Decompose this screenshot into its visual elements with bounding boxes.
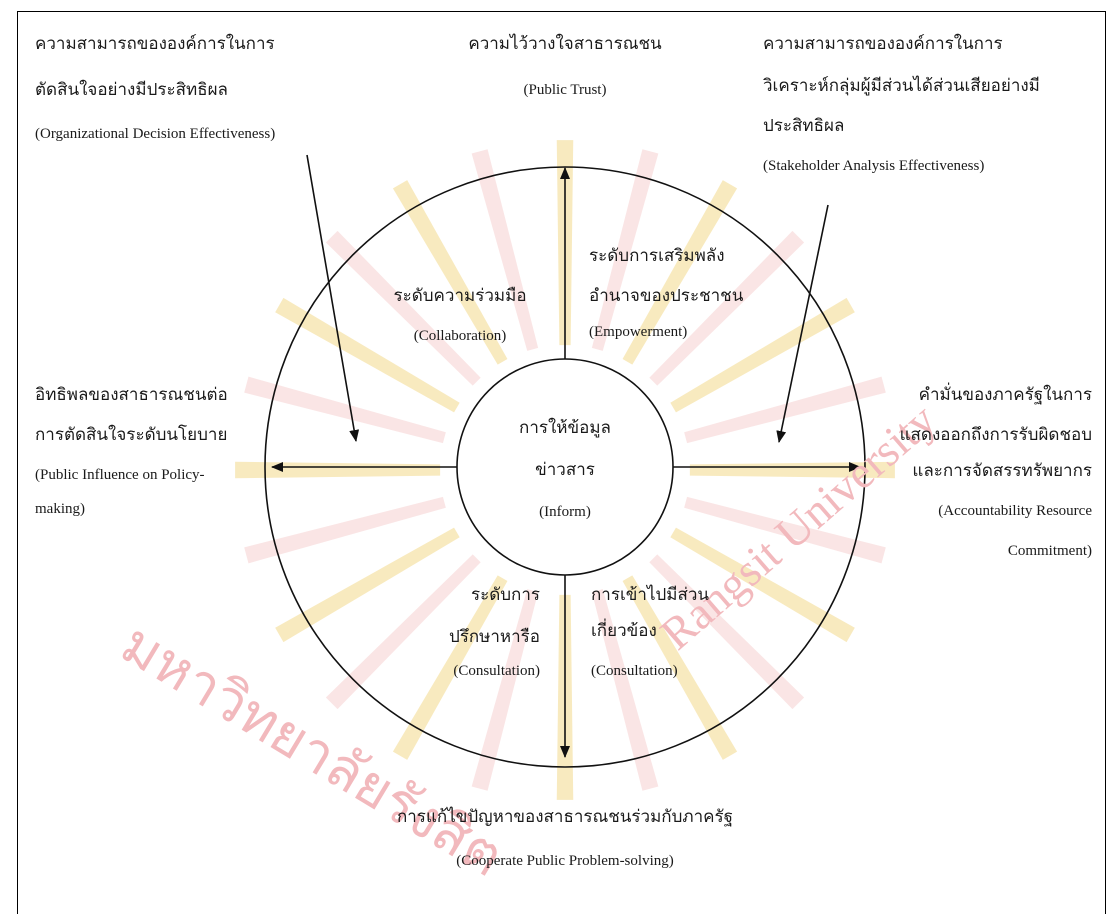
top-left-line1: ความสามารถขององค์การในการ xyxy=(35,34,275,54)
sunburst-ray xyxy=(649,554,805,710)
sunburst-ray xyxy=(591,149,659,351)
consultation-right-thai-2: เกี่ยวข้อง xyxy=(591,621,657,641)
sunburst-ray xyxy=(244,376,446,444)
sunburst-ray xyxy=(392,180,508,365)
center-line2: ข่าวสาร xyxy=(535,460,595,480)
sunburst-ray xyxy=(471,589,539,791)
bottom-english: (Cooperate Public Problem-solving) xyxy=(456,853,674,869)
top-right-line1: ความสามารถขององค์การในการ xyxy=(763,34,1003,54)
empowerment-thai-1: ระดับการเสริมพลัง xyxy=(589,246,725,266)
quadrant-collaboration: ระดับความร่วมมือ (Collaboration) xyxy=(380,278,540,354)
right-line3: และการจัดสรรทรัพยากร xyxy=(912,461,1092,481)
consultation-right-english: (Consultation) xyxy=(591,663,678,679)
diagonal-arrow-right xyxy=(776,204,829,443)
top-center-line1: ความไว้วางใจสาธารณชน xyxy=(468,34,662,54)
right-english1: (Accountability Resource xyxy=(938,503,1092,519)
top-right-line2: วิเคราะห์กลุ่มผู้มีส่วนได้ส่วนเสียอย่างม… xyxy=(763,76,1040,96)
sunburst-ray xyxy=(622,180,738,365)
sunburst-ray xyxy=(591,589,659,791)
top-center-label: ความไว้วางใจสาธารณชน (Public Trust) xyxy=(420,26,710,108)
consultation-left-thai-2: ปรึกษาหารือ xyxy=(448,627,540,647)
diagonal-arrow-left xyxy=(306,154,360,442)
right-label: คำมั่นของภาครัฐในการ แสดงออกถึงการรับผิด… xyxy=(840,377,1092,569)
right-line1: คำมั่นของภาครัฐในการ xyxy=(918,385,1092,405)
sunburst-ray xyxy=(325,230,481,386)
empowerment-thai-2: อำนาจของประชาชน xyxy=(589,286,744,306)
sunburst-ray xyxy=(275,297,460,413)
empowerment-english: (Empowerment) xyxy=(589,324,688,340)
center-line1: การให้ข้อมูล xyxy=(519,418,611,438)
watermark-sunburst xyxy=(235,140,895,800)
left-english2: making) xyxy=(35,501,85,517)
quadrant-consultation-right: การเข้าไปมีส่วน เกี่ยวข้อง (Consultation… xyxy=(591,577,709,689)
bottom-label: การแก้ไขปัญหาของสาธารณชนร่วมกับภาครัฐ (C… xyxy=(300,799,830,879)
sunburst-ray xyxy=(471,149,539,351)
sunburst-ray xyxy=(670,297,855,413)
bottom-line1: การแก้ไขปัญหาของสาธารณชนร่วมกับภาครัฐ xyxy=(396,807,734,827)
sunburst-ray xyxy=(244,496,446,564)
left-line1: อิทธิพลของสาธารณชนต่อ xyxy=(35,385,228,405)
frame-border xyxy=(17,11,1106,914)
left-english1: (Public Influence on Policy- xyxy=(35,467,205,483)
sunburst-ray xyxy=(649,230,805,386)
collaboration-english: (Collaboration) xyxy=(413,328,507,344)
center-inform: การให้ข้อมูล ข่าวสาร (Inform) xyxy=(480,410,650,530)
collaboration-thai: ระดับความร่วมมือ xyxy=(393,286,527,306)
top-left-line2: ตัดสินใจอย่างมีประสิทธิผล xyxy=(35,80,228,100)
top-left-english: (Organizational Decision Effectiveness) xyxy=(35,126,276,142)
top-right-english: (Stakeholder Analysis Effectiveness) xyxy=(763,158,985,174)
quadrant-consultation-left: ระดับการ ปรึกษาหารือ (Consultation) xyxy=(390,577,540,689)
left-label: อิทธิพลของสาธารณชนต่อ การตัดสินใจระดับนโ… xyxy=(35,377,228,527)
center-english: (Inform) xyxy=(539,504,591,520)
consultation-right-thai-1: การเข้าไปมีส่วน xyxy=(591,585,710,605)
sunburst-ray xyxy=(235,461,441,479)
consultation-left-english: (Consultation) xyxy=(453,663,540,679)
left-line2: การตัดสินใจระดับนโยบาย xyxy=(35,425,228,445)
sunburst-ray xyxy=(325,554,481,710)
sunburst-ray xyxy=(622,575,738,760)
consultation-left-thai-1: ระดับการ xyxy=(470,585,540,605)
right-line2: แสดงออกถึงการรับผิดชอบ xyxy=(899,425,1092,445)
sunburst-ray xyxy=(670,527,855,643)
top-center-english: (Public Trust) xyxy=(523,82,607,98)
top-right-line3: ประสิทธิผล xyxy=(763,116,845,136)
sunburst-ray xyxy=(689,461,895,479)
quadrant-empowerment: ระดับการเสริมพลัง อำนาจของประชาชน (Empow… xyxy=(589,238,743,350)
sunburst-ray xyxy=(392,575,508,760)
sunburst-ray xyxy=(275,527,460,643)
top-left-label: ความสามารถขององค์การในการ ตัดสินใจอย่างม… xyxy=(35,26,275,152)
sunburst-ray xyxy=(684,496,886,564)
right-english2: Commitment) xyxy=(1007,543,1092,559)
top-right-label: ความสามารถขององค์การในการ วิเคราะห์กลุ่ม… xyxy=(763,26,1040,184)
